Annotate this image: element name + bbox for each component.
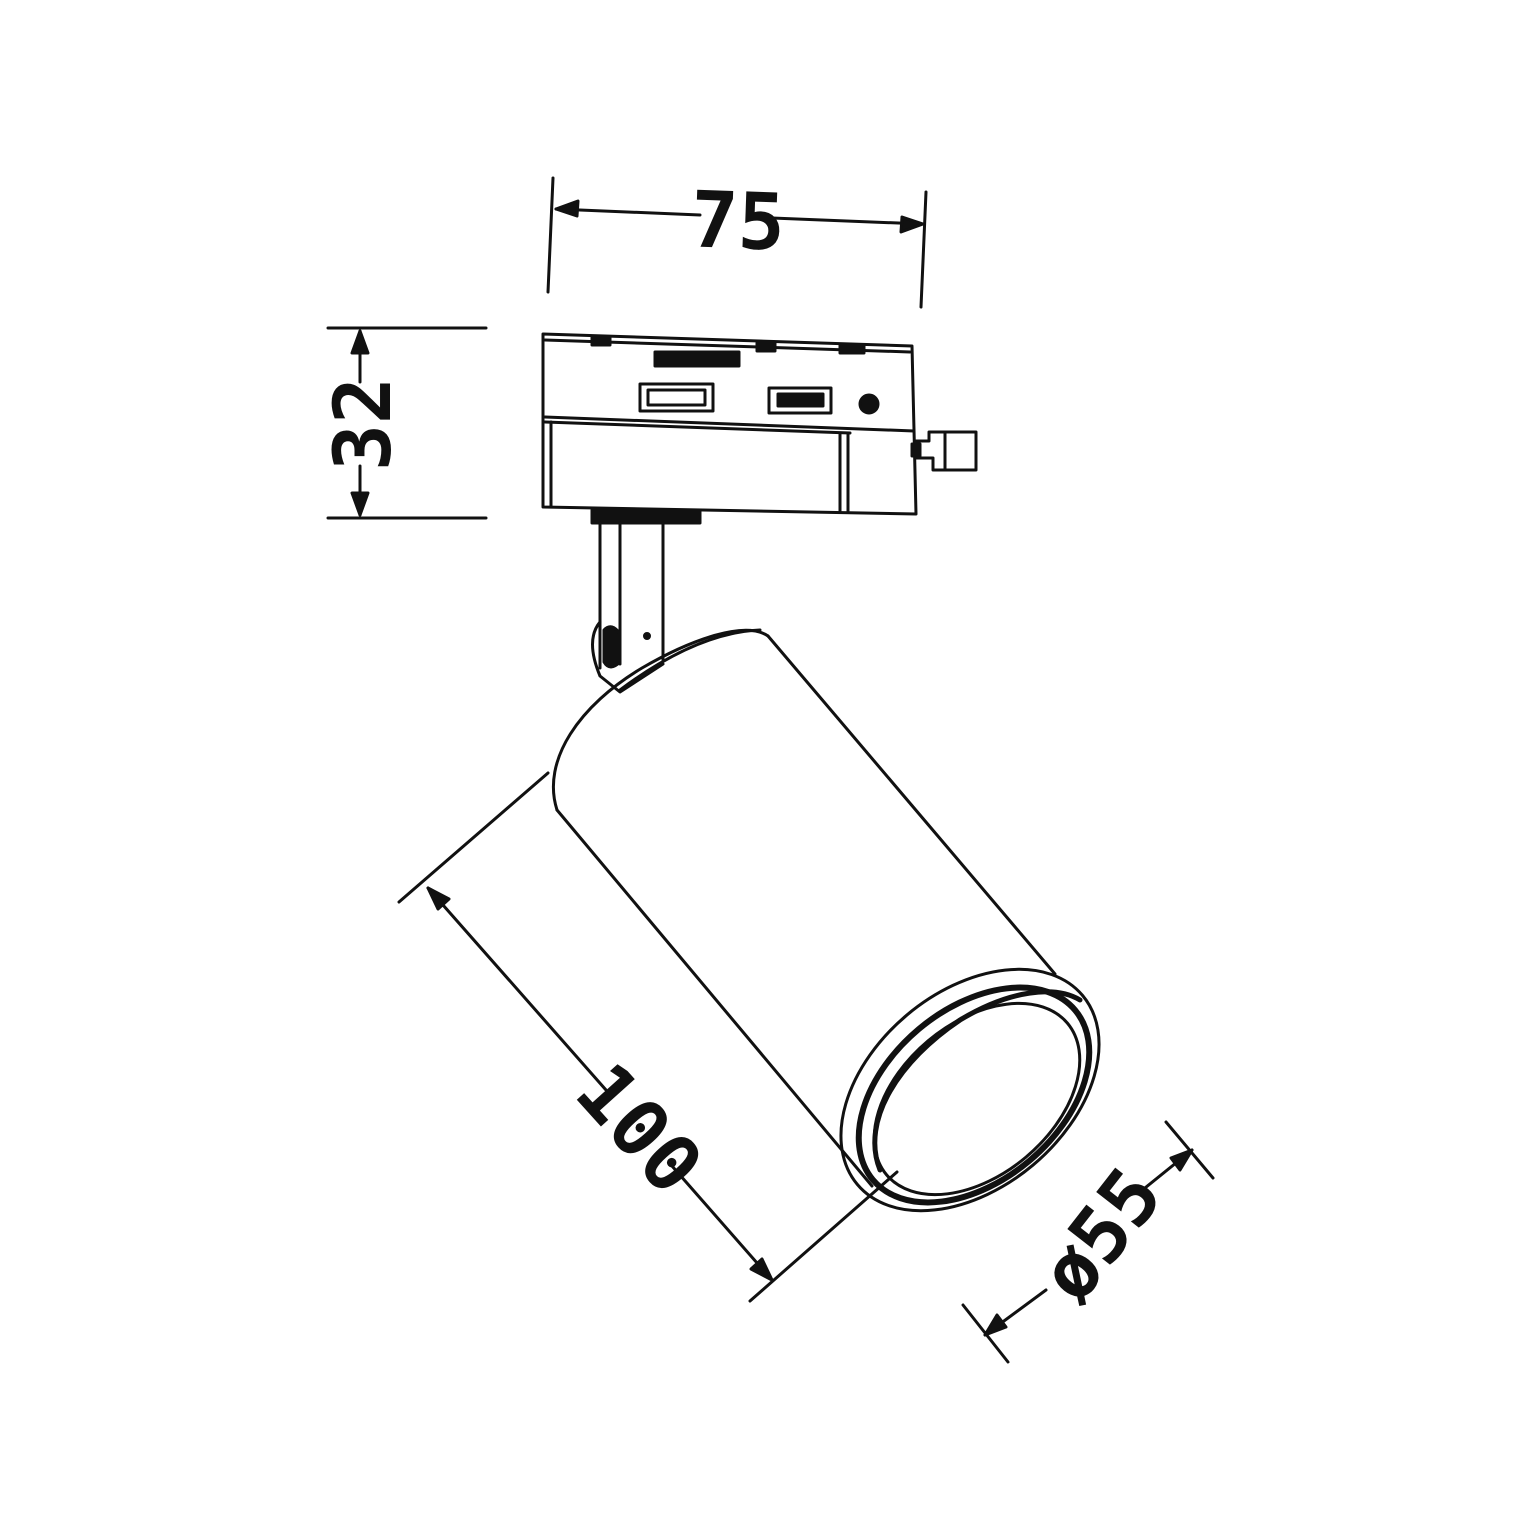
stem-top-plate bbox=[590, 508, 702, 525]
width-dim-line-left bbox=[554, 207, 702, 217]
lamp-body-bottom-edge bbox=[555, 808, 874, 1188]
length-dimension bbox=[397, 771, 899, 1303]
height-arrow-bottom bbox=[350, 491, 370, 517]
width-arrow-right bbox=[899, 215, 925, 234]
adapter-slot-right-inner bbox=[776, 392, 825, 408]
adapter-split-line bbox=[543, 415, 916, 433]
adapter-split-line-inner bbox=[543, 420, 852, 435]
adapter-slot-right bbox=[767, 386, 833, 415]
stem-pin-icon bbox=[643, 632, 651, 640]
adapter-top-notch-3 bbox=[838, 343, 866, 355]
height-dimension bbox=[326, 326, 488, 520]
diameter-dimension bbox=[961, 1120, 1215, 1364]
length-dim-line-bottom bbox=[670, 1164, 774, 1282]
length-dim-line-top bbox=[426, 886, 608, 1092]
diameter-arrow-top bbox=[1169, 1148, 1194, 1172]
adapter-slot-top bbox=[653, 350, 741, 368]
stem-hinge bbox=[591, 620, 665, 694]
length-arrow-bottom bbox=[749, 1257, 774, 1282]
adapter-slot-left-inner bbox=[646, 388, 707, 407]
adapter-top-notch-2 bbox=[755, 341, 777, 353]
width-label: 75 bbox=[689, 175, 786, 268]
length-extension-top bbox=[397, 771, 550, 904]
width-extension-left bbox=[546, 176, 555, 294]
width-extension-right bbox=[919, 190, 928, 309]
adapter-side-clip bbox=[914, 430, 978, 472]
lamp-cylinder bbox=[551, 628, 1101, 1213]
lamp-front-ring-mid bbox=[855, 984, 1093, 1206]
length-arrow-top bbox=[426, 886, 451, 911]
lamp-back-cap bbox=[551, 628, 770, 812]
track-adapter bbox=[541, 332, 978, 516]
adapter-side-clip-nub bbox=[910, 442, 922, 458]
stem-hinge-knuckle bbox=[602, 625, 622, 669]
lamp-front-ring-outer bbox=[839, 967, 1101, 1213]
diameter-arrow-bottom bbox=[983, 1313, 1008, 1337]
lamp-front-ring-inner bbox=[872, 1001, 1082, 1197]
length-extension-bottom bbox=[748, 1170, 899, 1303]
stem-body bbox=[598, 521, 665, 670]
height-arrow-top bbox=[350, 329, 370, 355]
adapter-top-notch-1 bbox=[590, 335, 612, 347]
width-dim-line-right bbox=[770, 216, 925, 226]
lamp-body-top-edge bbox=[766, 634, 1057, 976]
stem-connector bbox=[590, 508, 702, 694]
width-arrow-left bbox=[554, 199, 580, 218]
lamp-front-ring-shading bbox=[872, 989, 1083, 1173]
height-label: 32 bbox=[319, 377, 409, 471]
adapter-body-outline bbox=[541, 332, 918, 516]
lamp-back-cap-inner bbox=[618, 628, 762, 692]
width-dimension bbox=[546, 176, 928, 309]
length-label: 100 bbox=[558, 1047, 719, 1212]
adapter-screw-icon bbox=[858, 393, 880, 415]
adapter-slot-left bbox=[638, 382, 715, 413]
